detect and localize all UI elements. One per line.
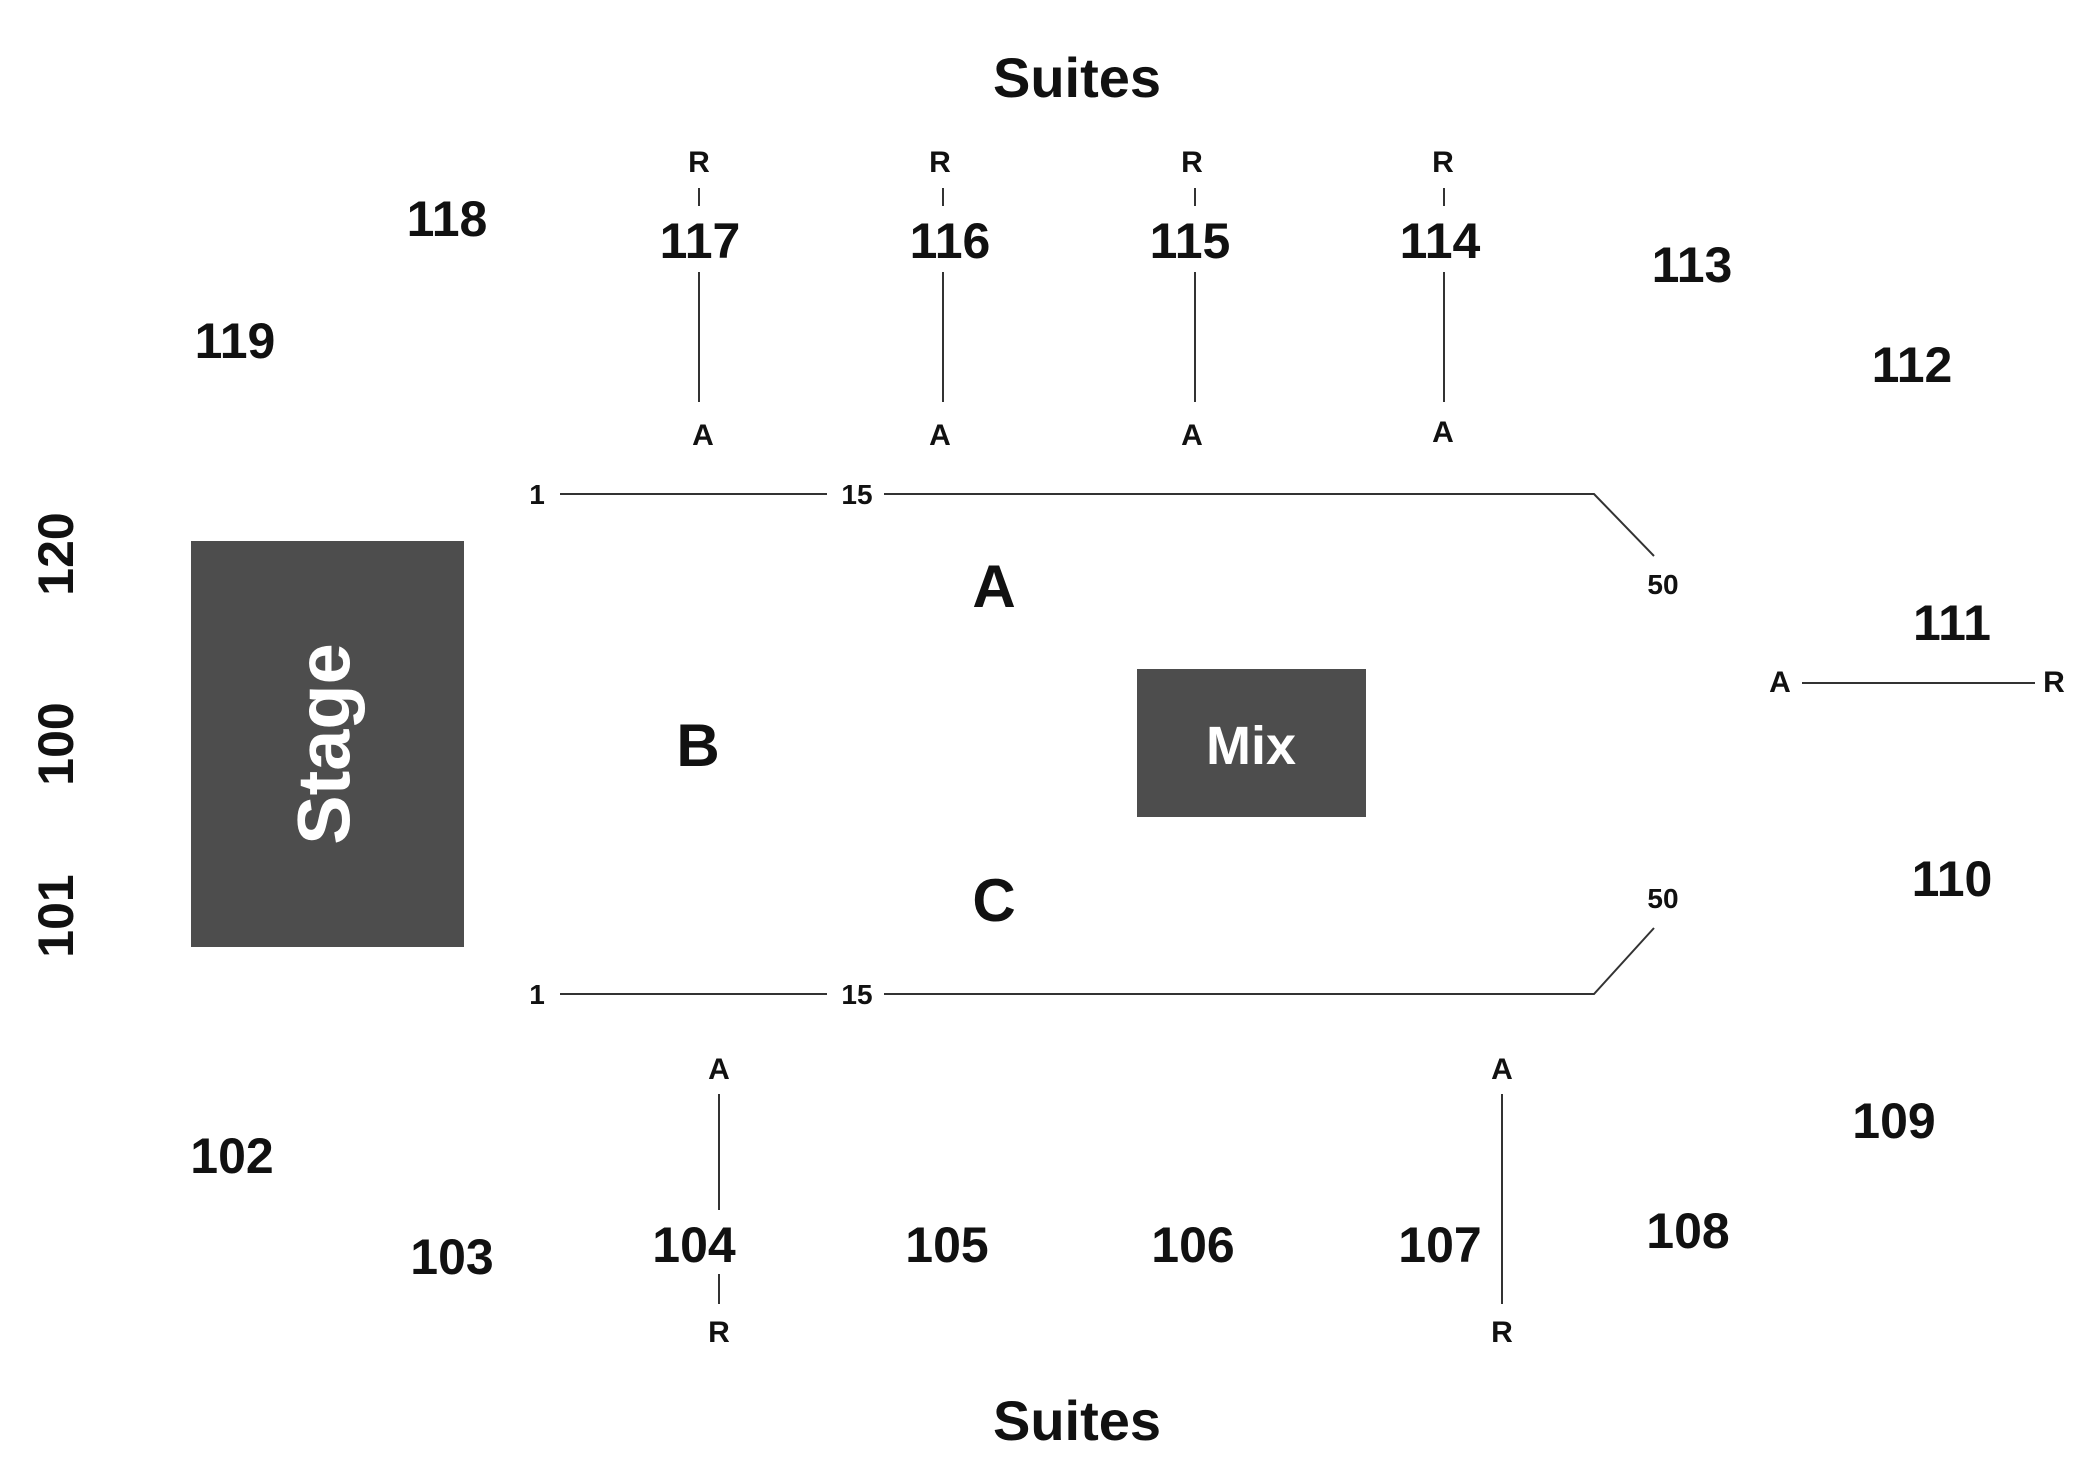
- row-marker-r-116: R: [929, 146, 951, 179]
- mix-label: Mix: [1206, 716, 1296, 776]
- stage-block[interactable]: [191, 541, 464, 947]
- mix-block[interactable]: [1137, 669, 1366, 817]
- row-marker-r-111: R: [2043, 666, 2065, 699]
- section-113[interactable]: 113: [1652, 237, 1733, 293]
- section-116[interactable]: 116: [910, 213, 991, 269]
- section-104[interactable]: 104: [652, 1217, 736, 1273]
- row-marker-r-104: R: [708, 1316, 730, 1349]
- row-marker-a-104: A: [708, 1053, 730, 1086]
- floor-section-a[interactable]: A: [972, 553, 1015, 620]
- section-102[interactable]: 102: [190, 1128, 273, 1184]
- row-marker-a-107: A: [1491, 1053, 1513, 1086]
- floor-row-line-bottom-right: [884, 927, 1655, 995]
- floor-section-b[interactable]: B: [676, 712, 719, 779]
- section-105[interactable]: 105: [905, 1217, 988, 1273]
- seat-number-top-15: 15: [841, 479, 872, 510]
- seat-number-bottom-15: 15: [841, 979, 872, 1010]
- seat-number-top-1: 1: [529, 479, 545, 510]
- section-103[interactable]: 103: [410, 1229, 493, 1285]
- row-marker-a-116: A: [929, 419, 951, 452]
- section-100[interactable]: 100: [28, 702, 84, 785]
- suites-top-label: Suites: [993, 46, 1161, 109]
- row-marker-r-107: R: [1491, 1316, 1513, 1349]
- row-marker-a-117: A: [692, 419, 714, 452]
- section-114[interactable]: 114: [1400, 213, 1481, 269]
- suites-bottom-label: Suites: [993, 1389, 1161, 1452]
- row-marker-a-115: A: [1181, 419, 1203, 452]
- section-108[interactable]: 108: [1646, 1203, 1729, 1259]
- row-marker-r-114: R: [1432, 146, 1454, 179]
- seat-number-bottom-1: 1: [529, 979, 545, 1010]
- section-115[interactable]: 115: [1150, 213, 1231, 269]
- section-101[interactable]: 101: [28, 874, 84, 957]
- section-117[interactable]: 117: [660, 213, 741, 269]
- section-109[interactable]: 109: [1852, 1093, 1935, 1149]
- section-107[interactable]: 107: [1398, 1217, 1481, 1273]
- floor-section-c[interactable]: C: [972, 867, 1015, 934]
- section-119[interactable]: 119: [195, 313, 276, 369]
- section-111[interactable]: 111: [1913, 595, 1991, 651]
- section-120[interactable]: 120: [28, 512, 84, 595]
- seat-number-top-50: 50: [1647, 569, 1678, 600]
- section-112[interactable]: 112: [1872, 337, 1953, 393]
- row-marker-r-117: R: [688, 146, 710, 179]
- seat-number-bottom-50: 50: [1647, 883, 1678, 914]
- section-110[interactable]: 110: [1912, 851, 1993, 907]
- row-marker-r-115: R: [1181, 146, 1203, 179]
- floor-row-line-top-right: [884, 493, 1655, 557]
- row-marker-a-114: A: [1432, 416, 1454, 449]
- row-marker-a-111: A: [1769, 666, 1791, 699]
- section-106[interactable]: 106: [1151, 1217, 1234, 1273]
- section-118[interactable]: 118: [407, 191, 488, 247]
- stage-label: Stage: [283, 643, 366, 845]
